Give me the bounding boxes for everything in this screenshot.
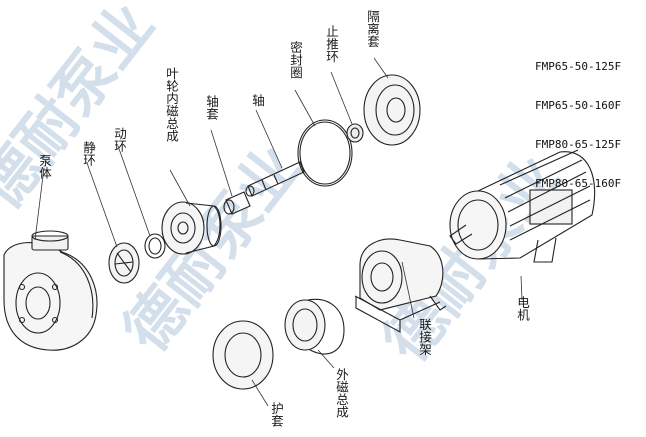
motor-drawing: [449, 149, 596, 263]
label-coupling-frame: 联接架: [417, 318, 432, 356]
shaft-drawing: [245, 161, 305, 197]
model-item: FMP80-65-125F: [535, 138, 622, 151]
static-ring-drawing: [108, 242, 140, 284]
shaft-sleeve-drawing: [223, 191, 251, 215]
pump-body-drawing: [3, 230, 98, 351]
dynamic-ring-drawing: [144, 233, 166, 259]
label-seal-ring: 密封圈: [288, 41, 303, 79]
label-static-ring: 静环: [81, 141, 96, 166]
coupling-frame-drawing: [354, 238, 447, 333]
label-dynamic-ring: 动环: [112, 127, 127, 152]
leader-lines: [34, 57, 523, 407]
label-shaft-sleeve: 轴套: [204, 95, 219, 120]
model-list: FMP65-50-125F FMP65-50-160F FMP80-65-125…: [535, 34, 621, 203]
label-guard-sleeve: 护套: [269, 402, 284, 427]
thrust-ring-drawing: [346, 123, 364, 143]
label-impeller-inner-magnet: 叶轮内磁总成: [164, 67, 179, 142]
label-pump-body: 泵体: [37, 154, 52, 179]
outer-magnet-drawing: [284, 298, 345, 355]
guard-sleeve-drawing: [212, 320, 274, 390]
isolation-sleeve-drawing: [363, 74, 421, 146]
label-isolation-sleeve: 隔离套: [365, 10, 380, 48]
model-item: FMP80-65-160F: [535, 177, 622, 190]
model-item: FMP65-50-125F: [535, 60, 622, 73]
label-motor: 电机: [515, 296, 530, 321]
label-thrust-ring: 止推环: [324, 25, 339, 63]
model-item: FMP65-50-160F: [535, 99, 622, 112]
label-shaft: 轴: [250, 94, 265, 107]
impeller-drawing: [161, 201, 222, 255]
seal-ring-drawing: [297, 119, 353, 187]
label-outer-magnet: 外磁总成: [334, 368, 349, 418]
